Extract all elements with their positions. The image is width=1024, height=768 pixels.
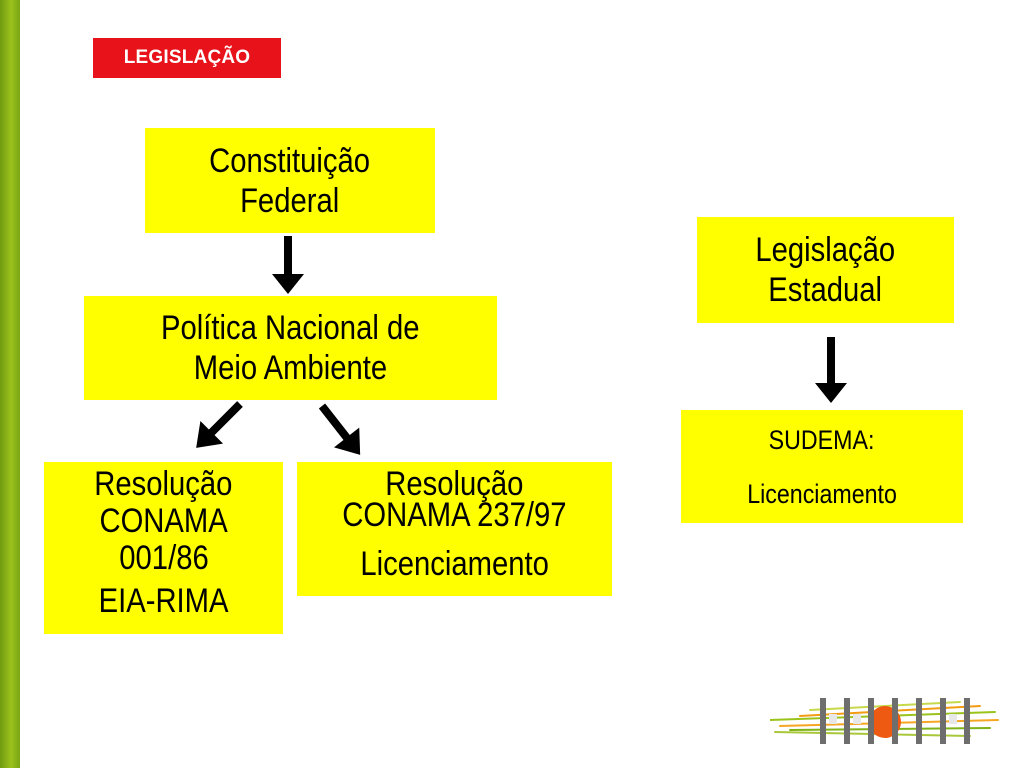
box-res001-line4: EIA-RIMA [98, 582, 229, 620]
box-resolucao-001: Resolução CONAMA 001/86 EIA-RIMA [44, 462, 283, 634]
box-pnma-line2: Meio Ambiente [193, 349, 388, 387]
box-constituicao-line1: Constituição [209, 141, 371, 180]
box-res001-line1: Resolução [94, 465, 233, 503]
box-constituicao-line2: Federal [240, 181, 340, 220]
arrow-pnma-to-res001 [196, 401, 243, 448]
box-res001-line2: CONAMA [99, 502, 228, 540]
box-legislacao-estadual: Legislação Estadual [697, 217, 954, 323]
arrow-constituicao-to-pnma [272, 236, 304, 294]
box-sudema-line1: SUDEMA: [769, 424, 875, 455]
box-res237-line3: Licenciamento [360, 545, 549, 583]
green-side-bar [0, 0, 20, 768]
box-politica-nacional: Política Nacional de Meio Ambiente [84, 296, 497, 400]
box-res237-line1: Resolução [385, 465, 524, 503]
box-sudema-line2: Licenciamento [747, 478, 897, 509]
box-sudema: SUDEMA: Licenciamento [681, 410, 963, 523]
arrow-pnma-to-res237 [318, 403, 361, 455]
box-estadual-line2: Estadual [768, 271, 883, 309]
arrow-estadual-to-sudema [815, 337, 847, 403]
section-tag-label: LEGISLAÇÃO [123, 47, 251, 68]
box-constituicao-federal: Constituição Federal [145, 128, 435, 233]
section-tag: LEGISLAÇÃO [93, 38, 281, 78]
box-res237-line2: CONAMA 237/97 [342, 496, 567, 534]
box-estadual-line1: Legislação [755, 231, 896, 269]
logo-icon [770, 698, 999, 744]
box-resolucao-237: Resolução CONAMA 237/97 Licenciamento [297, 462, 612, 596]
box-res001-line3: 001/86 [118, 539, 209, 577]
box-pnma-line1: Política Nacional de [161, 309, 420, 347]
